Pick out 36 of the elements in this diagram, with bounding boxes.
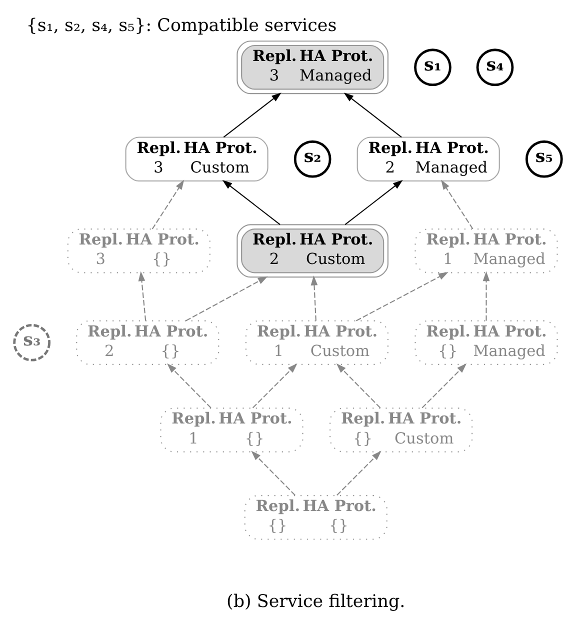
node-circle: s₁ <box>414 48 452 86</box>
arrow <box>344 92 402 138</box>
node-circle: s₂ <box>294 140 332 178</box>
arrow <box>252 363 298 408</box>
arrow <box>138 271 146 321</box>
arrow <box>336 450 382 496</box>
diagram-title: {s₁, s₂, s₄, s₅}: Compatible services <box>26 16 337 36</box>
node-box: Repl. HA Prot. {} Custom <box>330 408 473 452</box>
arrow <box>344 180 403 226</box>
arrow <box>422 363 467 408</box>
node-circle: s₃ <box>13 324 51 362</box>
arrow <box>152 180 184 230</box>
arrow <box>441 180 474 230</box>
node-box: Repl. HA Prot. 2 Custom <box>236 224 388 278</box>
arrow <box>223 92 282 138</box>
node-circle: s₄ <box>476 48 514 86</box>
node-box: Repl. HA Prot. 1 {} <box>160 408 304 452</box>
node-box: Repl. HA Prot. 2 Managed <box>356 136 500 182</box>
arrow <box>482 271 490 321</box>
arrow <box>356 272 448 322</box>
arrow <box>222 180 280 226</box>
arrow <box>336 363 381 408</box>
node-box: Repl. HA Prot. 1 Managed <box>414 228 558 274</box>
arrow <box>167 363 212 408</box>
arrow <box>186 276 268 322</box>
node-box: Repl. HA Prot. 2 {} <box>76 320 220 366</box>
arrow <box>310 275 318 321</box>
node-box: Repl. HA Prot. 3 Custom <box>125 136 268 182</box>
node-box: Repl. HA Prot. {} Managed <box>414 320 558 366</box>
caption: (b) Service filtering. <box>226 592 406 612</box>
arrow <box>251 450 296 496</box>
node-box: Repl. HA Prot. {} {} <box>244 495 388 540</box>
node-box: Repl. HA Prot. 3 {} <box>67 228 210 274</box>
node-box: Repl. HA Prot. 3 Managed <box>236 40 388 94</box>
node-circle: s₅ <box>525 140 563 178</box>
node-box: Repl. HA Prot. 1 Custom <box>245 320 388 366</box>
